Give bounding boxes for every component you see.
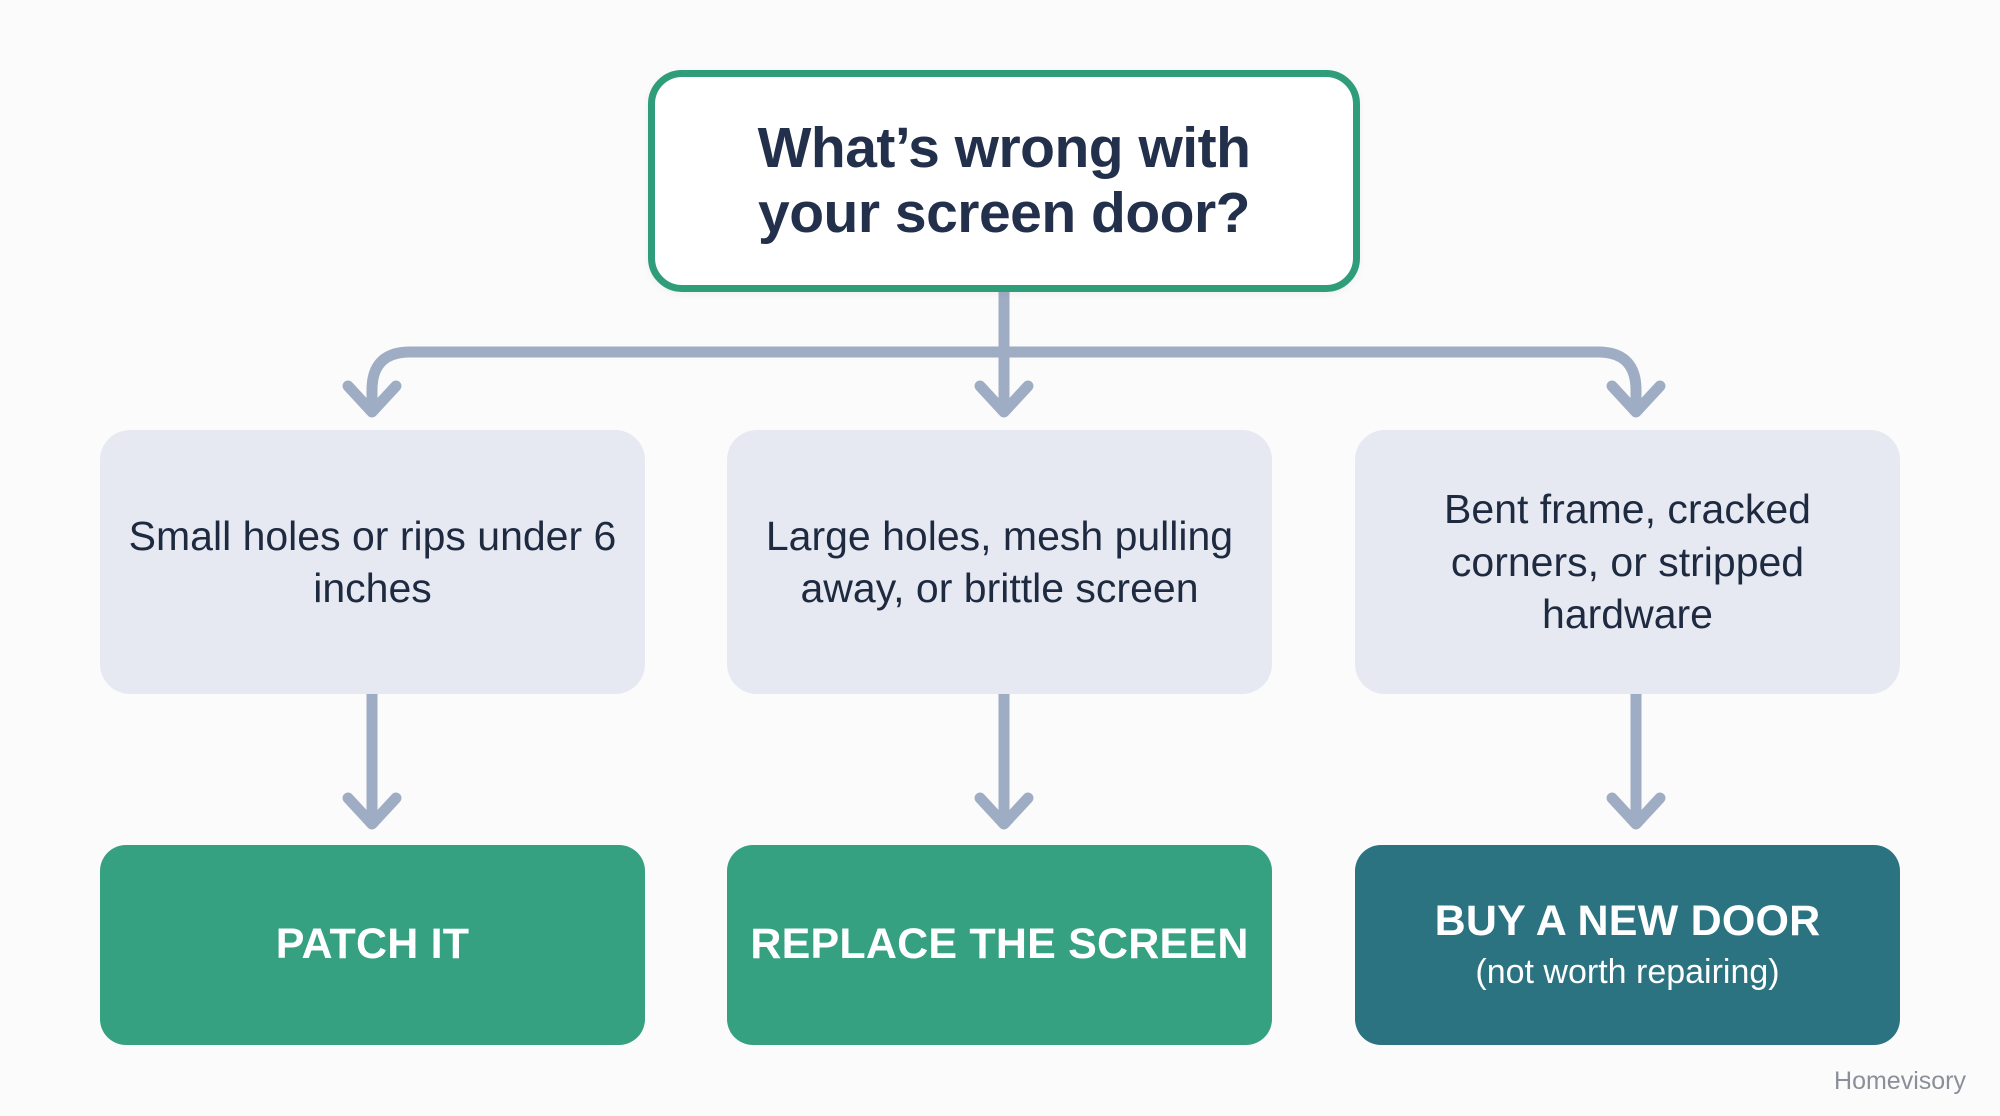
condition-label-1: Small holes or rips under 6 inches [128,512,617,611]
outcome-title-2: REPLACE THE SCREEN [750,920,1249,969]
arrowhead-outcome-2 [974,792,1034,830]
condition-box-2[interactable]: Large holes, mesh pulling away, or britt… [727,430,1272,694]
outcome-box-3[interactable]: BUY A NEW DOOR (not worth repairing) [1355,845,1900,1045]
outcome-box-1[interactable]: PATCH IT [100,845,645,1045]
condition-box-3[interactable]: Bent frame, cracked corners, or stripped… [1355,430,1900,694]
outcome-subtitle-3: (not worth repairing) [1475,953,1780,992]
root-question-box[interactable]: What’s wrong with your screen door? [648,70,1360,292]
condition-box-1[interactable]: Small holes or rips under 6 inches [100,430,645,694]
outcome-title-1: PATCH IT [275,920,470,969]
root-question-line-1: What’s wrong with [757,116,1251,181]
arrowhead-condition-2 [974,380,1034,418]
arrowhead-condition-3 [1606,380,1666,418]
arrowhead-condition-1 [342,380,402,418]
arrowhead-outcome-1 [342,792,402,830]
root-question-line-2: your screen door? [758,181,1250,245]
root-question-title: What’s wrong with your screen door? [742,116,1267,246]
arrowhead-outcome-3 [1606,792,1666,830]
condition-label-3: Bent frame, cracked corners, or stripped… [1444,486,1811,638]
outcome-title-3: BUY A NEW DOOR [1434,897,1821,946]
brand-credit: Homevisory [1834,1067,1966,1095]
outcome-box-2[interactable]: REPLACE THE SCREEN [727,845,1272,1045]
connector-branch-left [366,346,1010,416]
connector-branch-right [998,346,1642,416]
condition-label-2: Large holes, mesh pulling away, or britt… [765,512,1234,611]
